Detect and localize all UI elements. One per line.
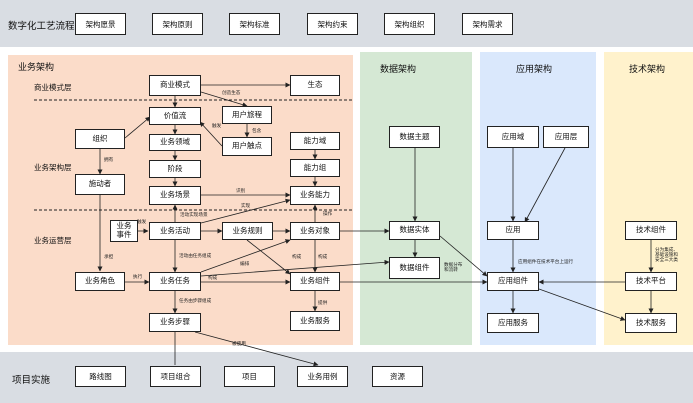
tab-architecture-organization[interactable]: 架构组织 xyxy=(384,13,435,35)
layer-business-operation: 业务运营层 xyxy=(34,236,72,245)
box-tech-platform[interactable]: 技术平台 xyxy=(625,272,677,291)
box-data-entity[interactable]: 数据实体 xyxy=(389,221,440,240)
data-architecture-title: 数据架构 xyxy=(380,65,417,75)
box-org[interactable]: 组织 xyxy=(75,129,125,149)
box-biz-object[interactable]: 业务对象 xyxy=(290,222,340,240)
box-biz-service[interactable]: 业务服务 xyxy=(290,311,340,331)
edge-label-task-steps: 任务由步骤组成 xyxy=(179,299,212,304)
edge-label-data-distribute: 数据分布 和流转 xyxy=(444,263,463,274)
edge-applayer-app xyxy=(524,147,566,223)
edge-rule-component xyxy=(246,239,291,275)
data-architecture-section xyxy=(360,52,472,345)
box-biz-capability[interactable]: 业务能力 xyxy=(290,186,340,205)
box-user-journey[interactable]: 用户旅程 xyxy=(222,106,272,124)
box-tech-service[interactable]: 技术服务 xyxy=(625,313,677,333)
edge-touch-value xyxy=(199,121,223,147)
box-user-touchpoint[interactable]: 用户触点 xyxy=(222,137,272,156)
box-biz-scenario[interactable]: 业务场景 xyxy=(149,186,201,205)
box-biz-task[interactable]: 业务任务 xyxy=(149,272,201,291)
tab-architecture-standards[interactable]: 架构标准 xyxy=(229,13,280,35)
tab-architecture-constraints[interactable]: 架构约束 xyxy=(307,13,358,35)
tab-resources[interactable]: 资源 xyxy=(372,366,423,387)
edge-label-undertake: 承担 xyxy=(104,255,114,260)
edge-label-create-ecology: 创造生态 xyxy=(222,91,241,96)
edge-label-trigger: 触发 xyxy=(212,124,222,129)
box-actor[interactable]: 施动者 xyxy=(75,174,125,195)
bottom-band-title: 项目实施 xyxy=(12,375,51,386)
edge-label-app-deploy: 应用组件在技术平台上运行 xyxy=(518,260,574,265)
edge-task-datacomp xyxy=(200,259,390,277)
edge-label-activity-scenario: 活动实现场景 xyxy=(180,213,208,218)
layer-business-model: 商业模式层 xyxy=(34,83,72,92)
box-app-layer[interactable]: 应用层 xyxy=(543,126,589,148)
edge-activity-cap xyxy=(200,198,291,224)
tab-architecture-requirements[interactable]: 架构需求 xyxy=(462,13,513,35)
edge-model-journey xyxy=(200,91,248,108)
tab-architecture-vision[interactable]: 架构愿景 xyxy=(75,13,126,35)
tab-roadmap[interactable]: 路线图 xyxy=(75,366,126,387)
box-biz-rule[interactable]: 业务规则 xyxy=(222,222,273,240)
edge-label-compose: 构成 xyxy=(292,255,302,260)
box-ecology[interactable]: 生态 xyxy=(290,75,340,96)
top-band-title: 数字化工艺流程 xyxy=(8,21,75,32)
box-biz-event[interactable]: 业务 事件 xyxy=(110,220,138,242)
edge-step-usecase xyxy=(194,331,319,367)
box-biz-role[interactable]: 业务角色 xyxy=(75,272,125,291)
tech-architecture-section xyxy=(604,52,693,345)
edge-label-compose2: 构成 xyxy=(318,255,328,260)
tech-architecture-title: 技术架构 xyxy=(629,65,666,75)
tab-project[interactable]: 项目 xyxy=(224,366,275,387)
edge-label-event-trigger: 触发 xyxy=(137,220,147,225)
edge-label-op: 操作 xyxy=(323,212,333,217)
edge-org-value xyxy=(124,116,151,139)
business-architecture-title: 业务架构 xyxy=(18,63,55,73)
box-biz-step[interactable]: 业务步骤 xyxy=(149,313,201,332)
box-biz-activity[interactable]: 业务活动 xyxy=(149,222,201,240)
tab-business-usecase[interactable]: 业务用例 xyxy=(297,366,348,387)
box-capability-group[interactable]: 能力组 xyxy=(290,159,340,177)
edge-entity-appcomp xyxy=(439,235,488,277)
box-biz-domain[interactable]: 业务领域 xyxy=(149,134,201,151)
box-value-stream[interactable]: 价值流 xyxy=(149,107,201,125)
edge-appcomp-techsvc xyxy=(538,288,626,321)
box-app-domain[interactable]: 应用域 xyxy=(487,126,539,148)
box-biz-component[interactable]: 业务组件 xyxy=(290,272,340,291)
box-data-subject[interactable]: 数据主题 xyxy=(389,126,440,148)
box-application[interactable]: 应用 xyxy=(487,221,539,240)
edge-label-owns: 拥有 xyxy=(104,158,114,163)
edge-label-tech-note: 分为集成、 基础设施和 安全三大类 xyxy=(655,248,678,264)
box-app-service[interactable]: 应用服务 xyxy=(487,313,539,333)
tab-project-portfolio[interactable]: 项目组合 xyxy=(150,366,201,387)
tab-architecture-principles[interactable]: 架构原则 xyxy=(152,13,203,35)
edge-label-implement: 实现 xyxy=(241,204,251,209)
box-tech-component[interactable]: 技术组件 xyxy=(625,221,677,240)
edge-label-arrange: 编排 xyxy=(240,262,250,267)
box-stage[interactable]: 阶段 xyxy=(149,160,201,178)
box-capability-domain[interactable]: 能力域 xyxy=(290,132,340,150)
box-app-component[interactable]: 应用组件 xyxy=(487,272,539,291)
edge-label-include: 包含 xyxy=(252,129,262,134)
edge-label-activity-task: 活动由任务组成 xyxy=(179,254,212,259)
box-business-model[interactable]: 商业模式 xyxy=(149,75,201,96)
edge-label-compose-task: 构成 xyxy=(208,276,218,281)
edge-label-bind-usecase: 被使用 xyxy=(232,342,246,347)
edge-label-identify: 识别 xyxy=(236,189,246,194)
edge-label-execute: 执行 xyxy=(133,275,143,280)
edge-task-object xyxy=(200,239,291,273)
edge-label-provide: 提供 xyxy=(318,301,328,306)
layer-business-structure: 业务架构层 xyxy=(34,163,72,172)
box-data-component[interactable]: 数据组件 xyxy=(389,257,440,279)
app-architecture-title: 应用架构 xyxy=(516,65,553,75)
